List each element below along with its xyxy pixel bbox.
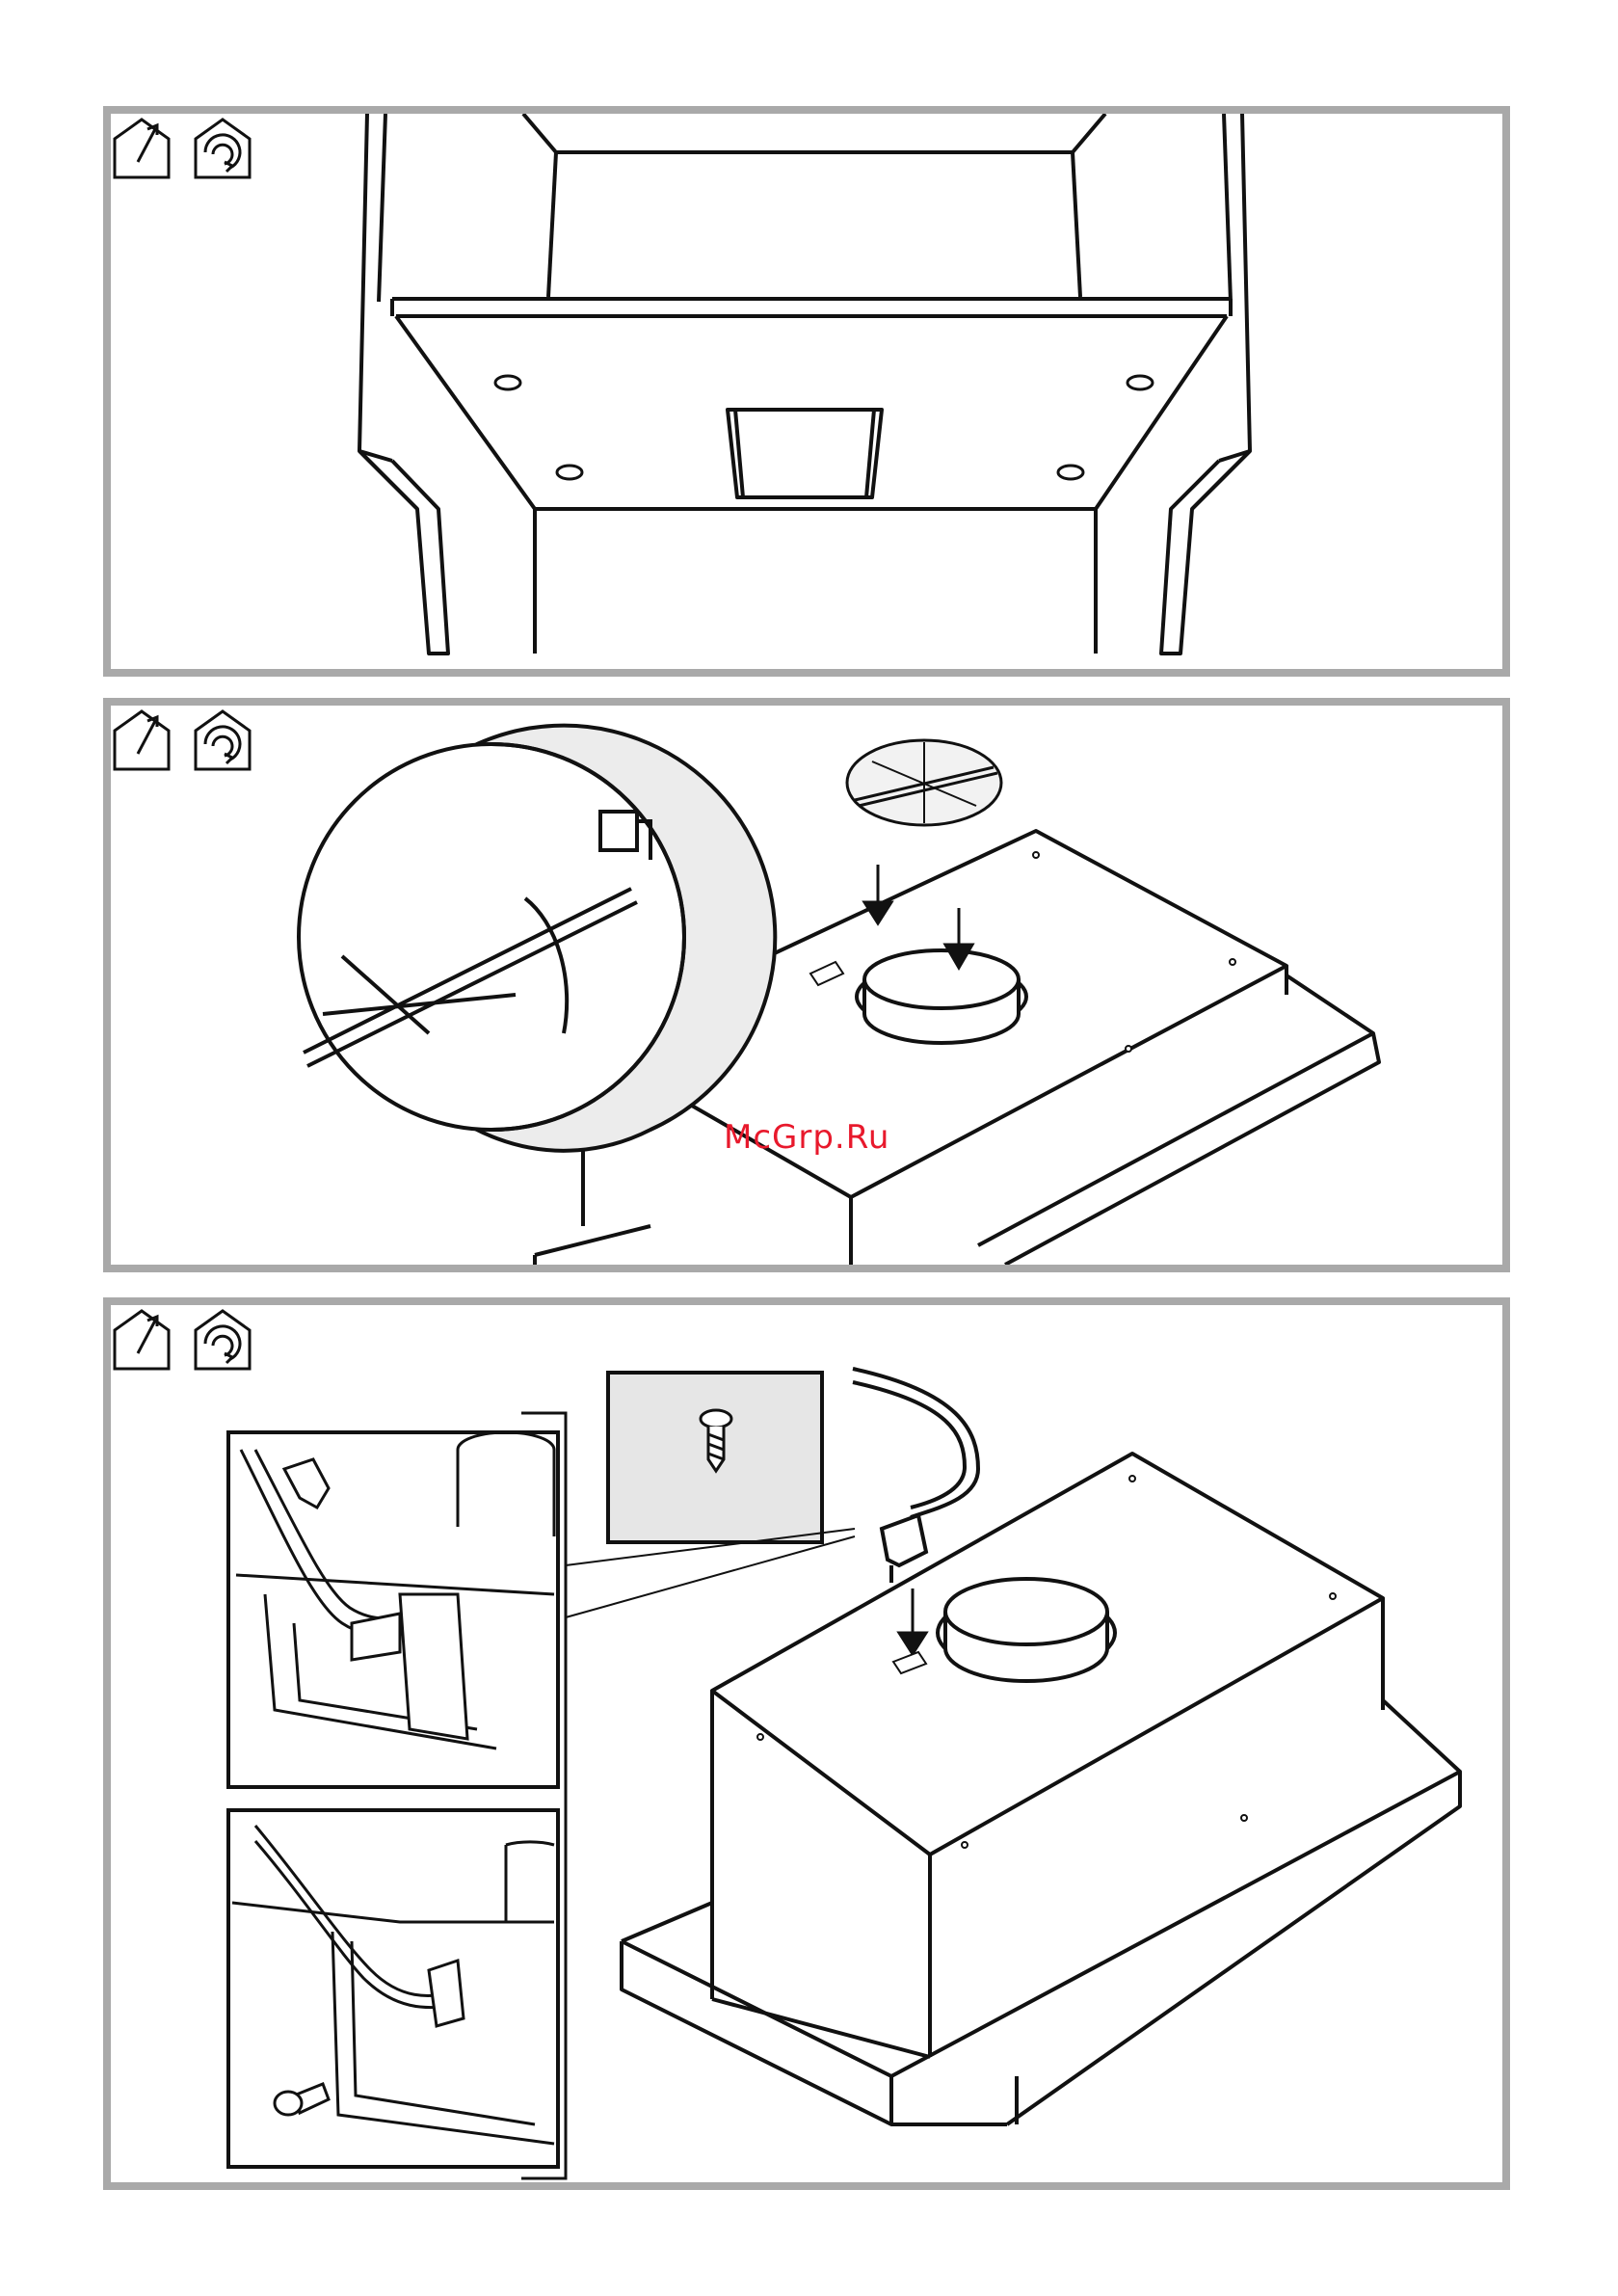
detail-box-clamp-fixed	[228, 1810, 558, 2167]
step-2-panel: McGrp.Ru	[103, 698, 1510, 1272]
backdraft-valve-illustration	[111, 706, 1502, 1265]
screw-callout-box	[608, 1373, 822, 1542]
power-cable-illustration	[111, 1305, 1502, 2182]
hood-bottom-view-illustration	[111, 114, 1502, 669]
step-1-panel	[103, 106, 1510, 677]
step-3-panel	[103, 1297, 1510, 2190]
detail-box-clamp-open	[228, 1432, 558, 1787]
watermark: McGrp.Ru	[724, 1118, 889, 1157]
